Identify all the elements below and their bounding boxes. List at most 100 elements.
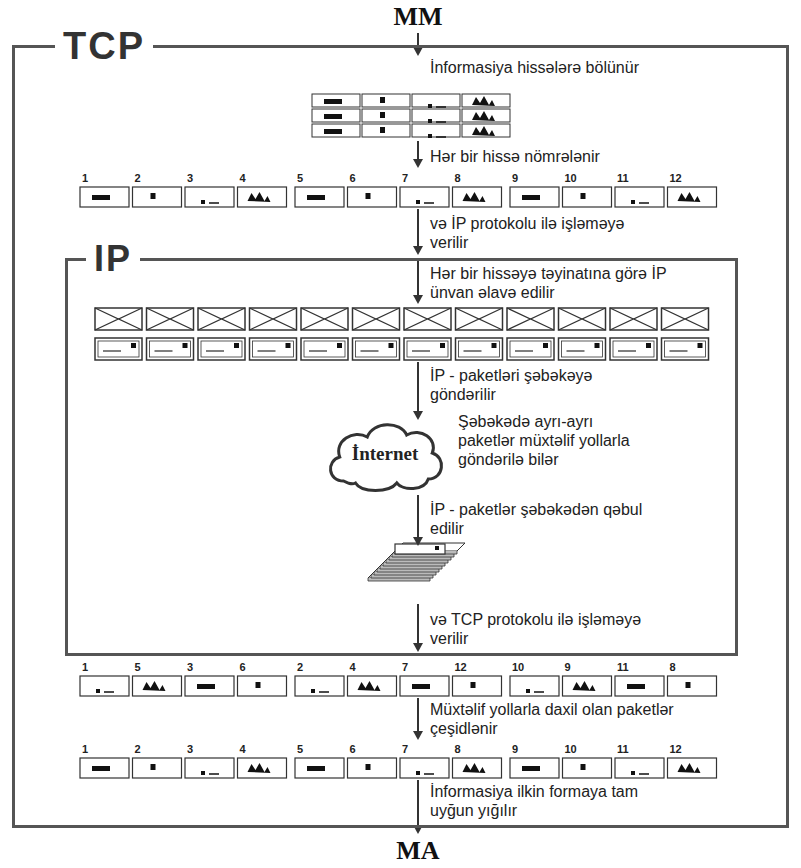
stacked-packet-side <box>386 560 448 563</box>
protocol-heading: IP <box>86 239 140 279</box>
fragment-mark <box>92 195 110 200</box>
stacked-packet <box>377 561 447 569</box>
packet-number: 8 <box>455 172 461 185</box>
step-text: və İP protokolu ilə işləməyə verilir <box>430 214 645 252</box>
packet-strip <box>238 758 287 778</box>
addressed-envelope <box>95 338 142 360</box>
fragment-mark <box>104 691 114 693</box>
step-text: Hər bir hissə nömrələnir <box>430 147 770 166</box>
addressed-envelope <box>353 338 400 360</box>
packet-number: 8 <box>670 661 676 674</box>
fragment-box <box>412 124 460 137</box>
fragment-mark <box>380 112 385 118</box>
fragment-mark <box>471 682 476 688</box>
packet-number: 10 <box>512 661 524 674</box>
packet-strip <box>133 676 182 696</box>
fragment-box <box>312 124 360 137</box>
envelope-inner <box>304 341 345 357</box>
envelope <box>250 308 297 330</box>
stamp <box>389 343 394 348</box>
envelope <box>456 308 503 330</box>
packet-number: 9 <box>565 661 571 674</box>
packet-strip <box>80 676 129 696</box>
fragment-mark <box>472 96 495 106</box>
packet-strip <box>453 187 502 207</box>
arrow-shaft <box>417 209 419 248</box>
fragment-mark <box>324 129 342 134</box>
addressed-envelope <box>662 338 709 360</box>
stacked-packet <box>383 555 453 563</box>
envelope-flap <box>456 308 503 330</box>
flow-arrow <box>413 495 423 546</box>
envelope-inner <box>150 341 191 357</box>
stamp <box>492 343 497 348</box>
packet-number: 12 <box>670 743 682 756</box>
addressed-envelope <box>198 338 245 360</box>
stacked-packet-side <box>368 578 430 581</box>
stacked-packet-side <box>371 575 433 578</box>
stamp <box>698 343 703 348</box>
envelope-inner <box>201 341 242 357</box>
fragment-mark <box>472 126 495 136</box>
fragment-mark <box>151 193 156 199</box>
internet-cloud: İnternet <box>322 415 448 493</box>
envelope-flap <box>301 308 348 330</box>
packet-strip <box>615 187 664 207</box>
arrow-head <box>413 411 423 420</box>
packet-strip <box>348 758 397 778</box>
stacked-packet-side <box>380 566 442 569</box>
fragment-box <box>462 94 510 107</box>
step-text: İnformasiya hissələrə bölünür <box>430 58 770 77</box>
flow-arrow <box>413 698 423 740</box>
packet-number: 6 <box>350 172 356 185</box>
addressed-envelope <box>250 338 297 360</box>
packet-number: 4 <box>240 743 246 756</box>
packet-strip <box>238 187 287 207</box>
step-text: Müxtəlif yollarla daxil olan paketlər çe… <box>430 700 675 738</box>
packet-strip <box>185 187 234 207</box>
fragment-mark <box>248 763 271 773</box>
fragment-mark <box>463 763 486 773</box>
packet-number: 11 <box>617 172 629 185</box>
envelope-inner <box>407 341 448 357</box>
cloud-label: İnternet <box>352 443 418 465</box>
arrow-head <box>413 246 423 255</box>
stamp <box>595 343 600 348</box>
envelope <box>147 308 194 330</box>
packet-strip <box>563 187 612 207</box>
envelope-inner <box>510 341 551 357</box>
address-line <box>206 350 224 352</box>
packet-number: 11 <box>617 661 629 674</box>
stamp <box>234 343 239 348</box>
packet-strip <box>510 676 559 696</box>
addressed-envelope <box>404 338 451 360</box>
step-text: İP - paketlər şəbəkədən qəbul edilir <box>430 500 645 538</box>
fragment-mark <box>678 763 701 773</box>
arrow-shaft <box>417 604 419 645</box>
fragment-mark <box>631 200 635 204</box>
packet-strip <box>80 187 129 207</box>
flow-arrow <box>413 260 423 304</box>
fragment-mark <box>324 114 342 119</box>
fragment-mark <box>416 200 420 204</box>
cloud-note: Şəbəkədə ayrı-ayrı paketlər müxtəlif yol… <box>458 412 630 469</box>
fragment-box <box>312 94 360 107</box>
fragment-mark <box>380 127 385 133</box>
fragment-mark <box>639 773 649 775</box>
address-line <box>670 350 688 352</box>
envelope-flap <box>404 308 451 330</box>
envelope-flap <box>95 308 142 330</box>
fragment-mark <box>412 684 430 689</box>
fragment-box <box>362 94 410 107</box>
packet-strip <box>185 676 234 696</box>
fragment-mark <box>581 193 586 199</box>
arrow-head <box>413 159 423 168</box>
addressed-envelope-row <box>95 338 709 360</box>
packet-number: 5 <box>135 661 141 674</box>
fragment-mark <box>307 195 325 200</box>
envelope-flap <box>610 308 657 330</box>
packet-number: 6 <box>350 743 356 756</box>
flow-arrow <box>413 362 423 420</box>
envelope <box>662 308 709 330</box>
step-text: Hər bir hissəyə təyinatına görə İP ünvan… <box>430 264 680 302</box>
